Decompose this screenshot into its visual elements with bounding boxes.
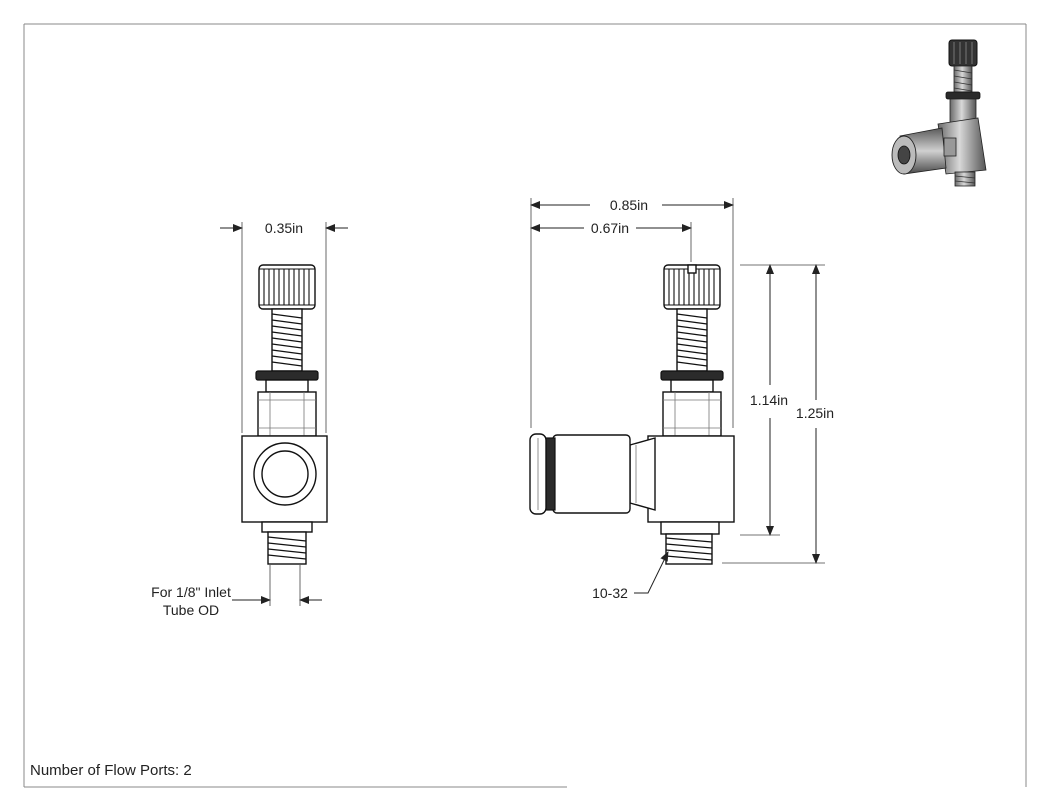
thread-callout-label: 10-32: [592, 585, 628, 601]
dim-inlet-tube: [232, 565, 322, 606]
front-lock-nut: [255, 370, 319, 381]
side-lock-nut: [660, 370, 724, 381]
dim-front-width: [220, 222, 348, 433]
side-screw: [676, 308, 708, 372]
side-height-b-label: 1.25in: [796, 405, 834, 421]
flow-ports-note: Number of Flow Ports: 2: [30, 762, 192, 779]
side-partial-width-label: 0.67in: [591, 220, 629, 236]
sheet-border: [23, 23, 1027, 788]
front-base-thread: [261, 521, 313, 565]
side-hex-nut: [662, 391, 722, 437]
flow-control-valve-3d-icon: [891, 39, 987, 187]
dim-side-overall-width: [530, 198, 734, 428]
side-push-fitting: [529, 433, 631, 515]
side-knob: [663, 264, 721, 310]
side-height-a-label: 1.14in: [750, 392, 788, 408]
front-knob: [258, 264, 316, 310]
side-overall-width-label: 0.85in: [610, 197, 648, 213]
front-view: 0.35in For 1/8" Inlet Tube OD: [151, 220, 348, 618]
inlet-callout-line2: Tube OD: [163, 602, 219, 618]
front-screw: [271, 308, 303, 372]
side-body: [647, 435, 735, 523]
side-view: 0.85in 0.67in 1.14in 1.25in 10-32: [529, 197, 834, 601]
front-width-label: 0.35in: [265, 220, 303, 236]
thread-callout-leader: [634, 551, 669, 594]
side-base-thread: [660, 521, 720, 565]
inlet-callout-line1: For 1/8" Inlet: [151, 584, 231, 600]
side-port-boss: [629, 437, 656, 511]
dim-side-height-a: [740, 264, 780, 536]
dim-side-height-b: [722, 264, 825, 564]
side-collar: [670, 379, 714, 393]
front-collar: [265, 379, 309, 393]
dim-side-partial-width: [530, 222, 692, 262]
front-hex-nut: [257, 391, 317, 437]
front-body: [241, 435, 328, 523]
